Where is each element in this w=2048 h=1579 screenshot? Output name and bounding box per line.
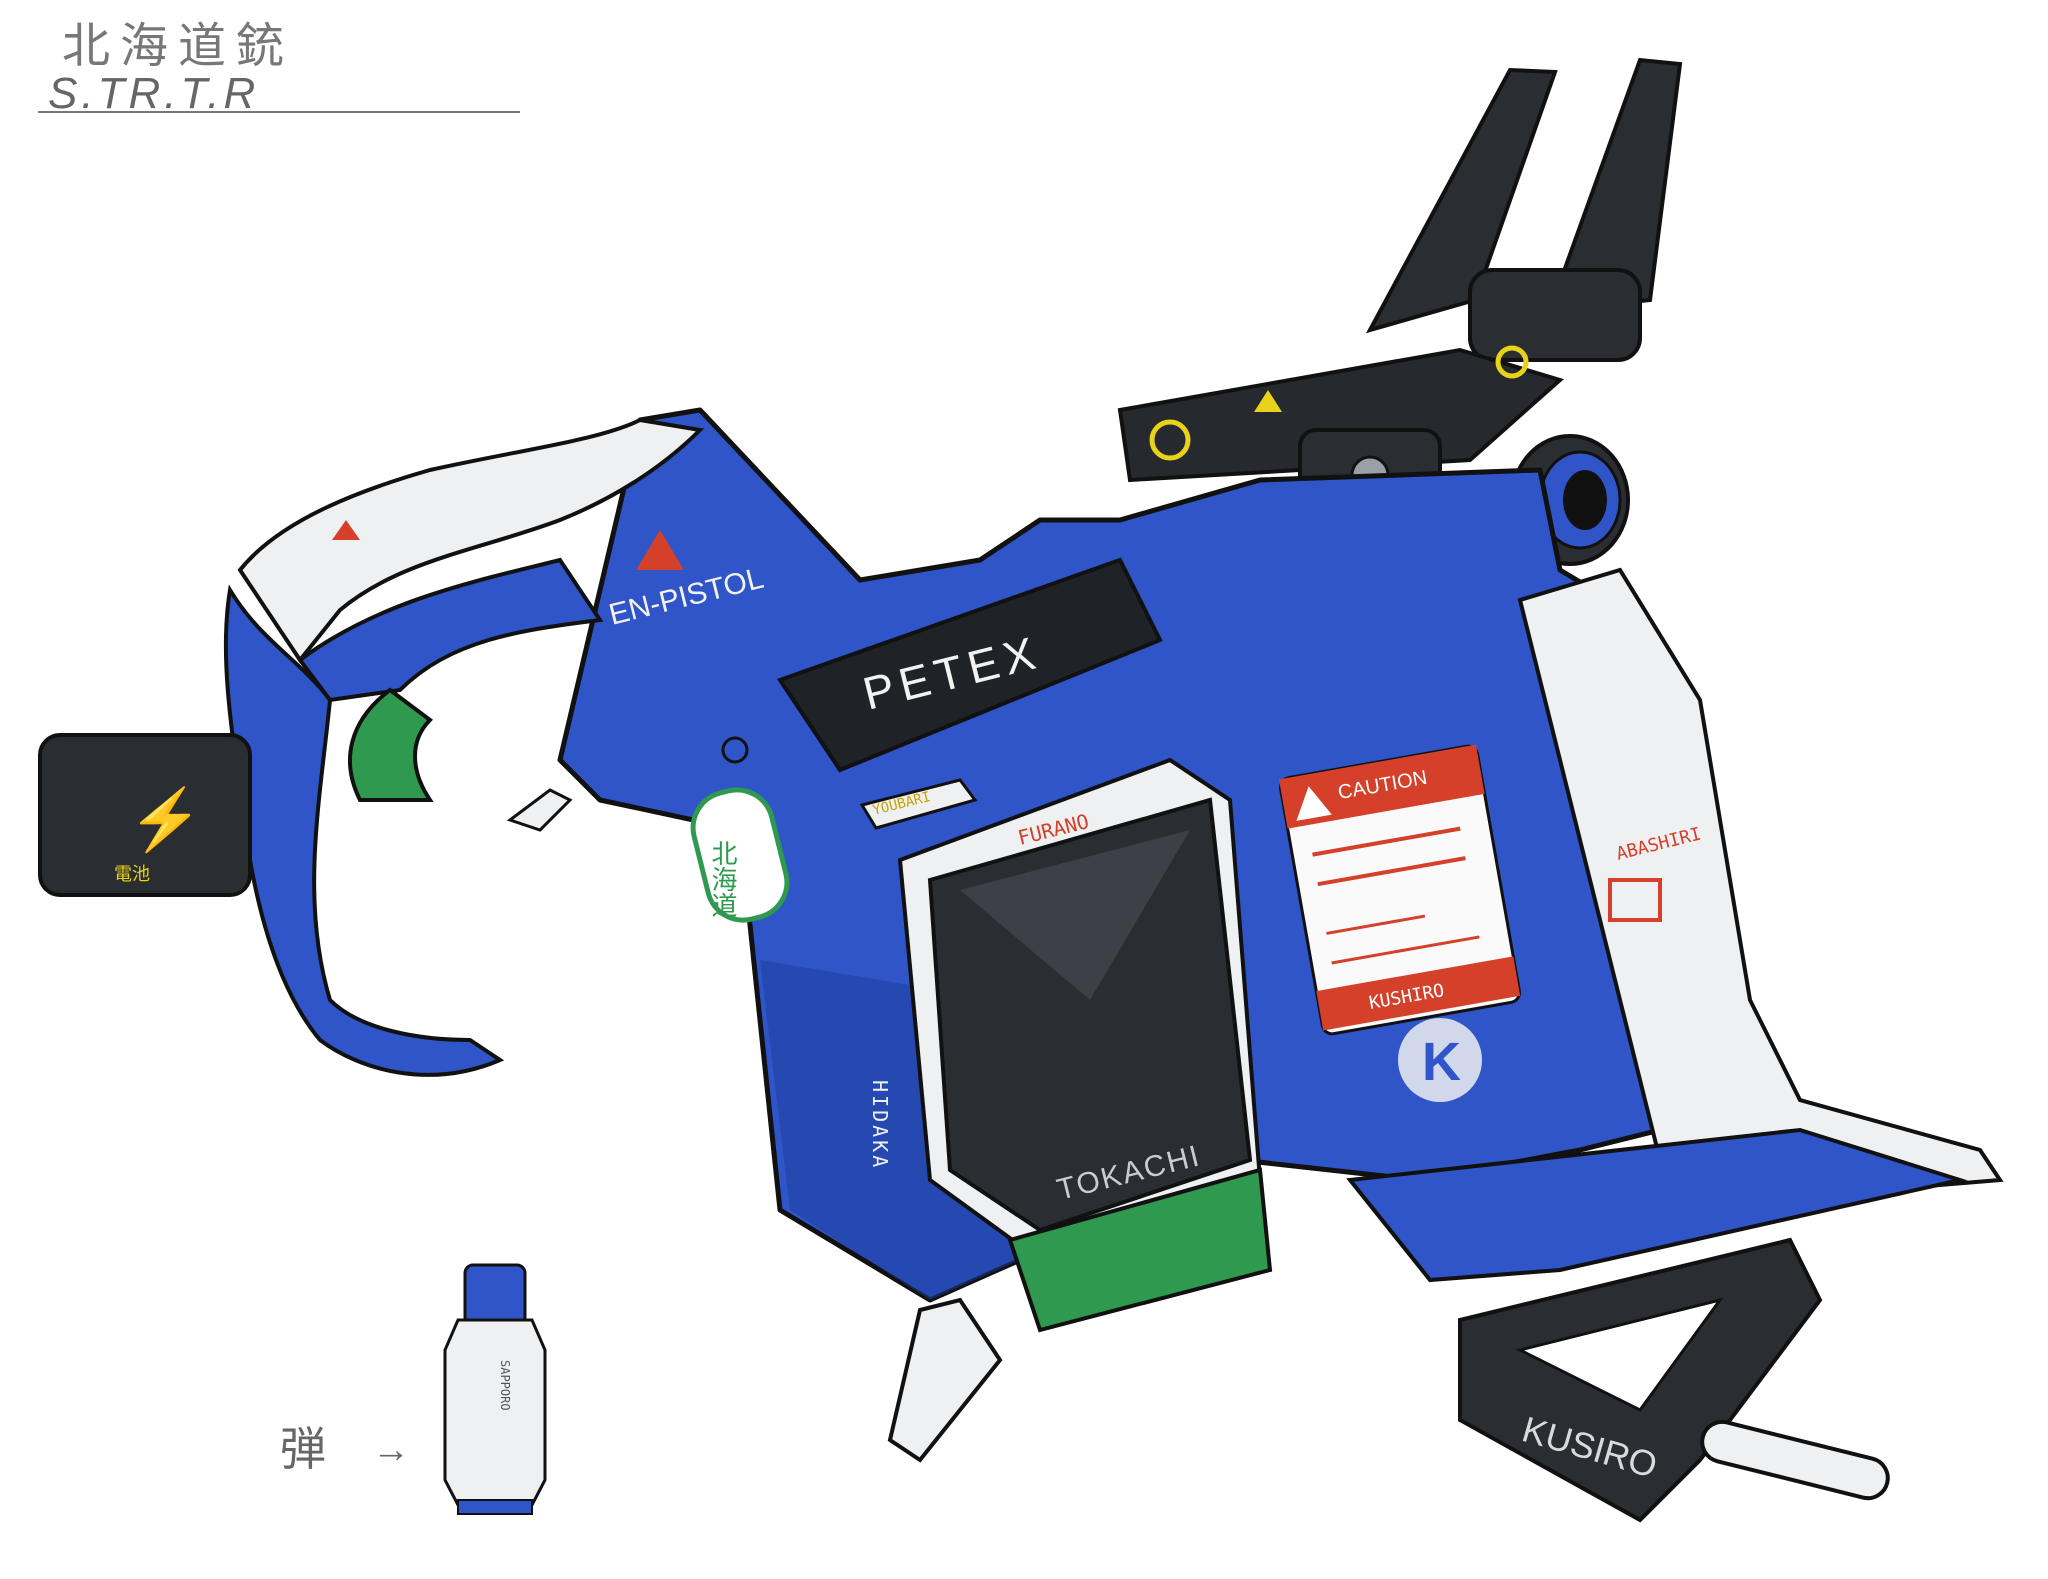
mag-base-green: [1007, 1167, 1273, 1333]
barrel-shroud: PETEX: [776, 557, 1163, 773]
trigger-green: [348, 687, 434, 802]
side-vertical-label: HIDAKA: [868, 1080, 892, 1170]
magazine-bevel: [960, 830, 1190, 1000]
hex-tag-shape: [859, 778, 978, 830]
keychain-text: 北海道: [707, 840, 737, 918]
magazine-well: TOKACHI FURANO HIDAKA: [868, 757, 1273, 1333]
header-title-jp: 北海道銃: [62, 18, 294, 74]
caution-footer-bar: [1316, 956, 1521, 1031]
battery-label: 電池: [114, 864, 150, 884]
model-warning-icon: [636, 530, 684, 570]
cartridge-body: [443, 1318, 547, 1507]
claw-left-prong: [1365, 67, 1558, 334]
emblem-letter: K: [1422, 1032, 1461, 1092]
trigger-guard-hook: [506, 788, 573, 832]
grip-warning-icon: [332, 520, 360, 540]
stock-pin: [1700, 1419, 1890, 1501]
sight-ring-left: [1149, 419, 1191, 461]
ammo-arrow: →: [372, 1429, 410, 1471]
foregrip-plate: [1346, 1127, 1968, 1283]
cartridge-cap: [463, 1263, 527, 1327]
header-signature: S.TR.T.R: [48, 69, 259, 118]
front-blade-white: [887, 1297, 1003, 1463]
keychain-tag: [690, 787, 790, 923]
sight-ring-right: [1495, 345, 1529, 379]
claw-hinge-block: [1468, 268, 1642, 362]
muzzle-bore: [1563, 470, 1607, 530]
rear-grip: [223, 417, 705, 1077]
grip-white-shell: [237, 417, 705, 664]
battery-pack: ⚡ 電池: [38, 733, 252, 897]
header-sketch: 北海道銃 S.TR.T.R: [38, 18, 520, 118]
caution-text-lines: [1312, 826, 1480, 965]
battery-body: [38, 733, 252, 897]
stock-bottom: KUSIRO: [1458, 1237, 1890, 1523]
caution-sticker: CAUTION KUSHIRO: [1278, 744, 1521, 1036]
ammo-label-jp: 弾: [280, 1422, 326, 1476]
keychain-ring: [721, 736, 749, 764]
ammo-sketch: 弾 → SAPPORO: [280, 1263, 547, 1515]
front-blade: [506, 788, 1003, 1463]
keychain: 北海道: [690, 736, 790, 923]
cartridge-text: SAPPORO: [498, 1360, 512, 1411]
sight-warning-icon: [1254, 390, 1282, 412]
grip-top-bar: [297, 557, 604, 703]
caution-header-bar: [1278, 744, 1485, 829]
emblem: K: [1398, 1018, 1482, 1102]
cartridge-base: [457, 1499, 533, 1515]
caution-warning-icon: [1296, 786, 1332, 821]
right-side-panel: ABASHIRI: [1517, 567, 2004, 1203]
barrel-black: [776, 557, 1163, 773]
top-claw-assembly: [1117, 57, 1683, 522]
foregrip-plate-blue: [1346, 1127, 1968, 1283]
emblem-circle: [1398, 1018, 1482, 1102]
right-panel-building-icon: [1608, 878, 1662, 922]
stock-cutout: [1515, 1297, 1724, 1412]
battery-lightning-icon: ⚡: [128, 785, 203, 855]
sight-rail: [1117, 347, 1565, 483]
